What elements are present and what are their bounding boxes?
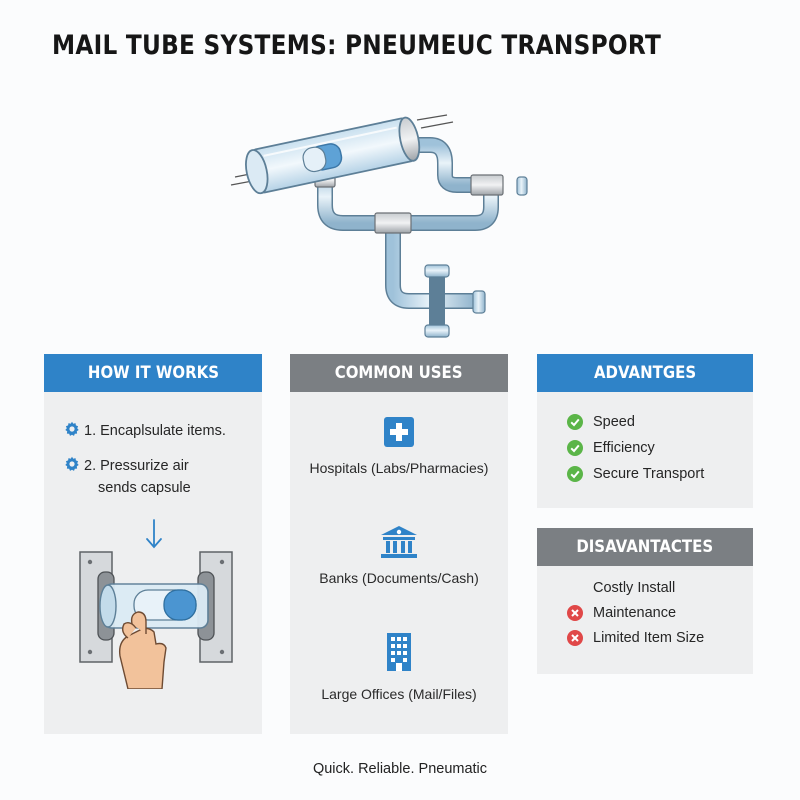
disadvantage-item: Costly Install — [593, 580, 676, 596]
advantage-item: Efficiency — [567, 440, 655, 456]
use-item-offices: Large Offices (Mail/Files) — [290, 632, 508, 702]
use-item-hospitals: Hospitals (Labs/Pharmacies) — [290, 416, 508, 476]
gear-icon — [65, 456, 79, 471]
arrow-down-icon — [146, 519, 162, 549]
use-item-banks: Banks (Documents/Cash) — [290, 524, 508, 586]
step-1: 1. Encaplsulate items. — [64, 420, 226, 442]
disadvantage-item: Limited Item Size — [567, 630, 704, 646]
advantage-item: Speed — [567, 414, 635, 430]
footer-tagline: Quick. Reliable. Pneumatic — [312, 761, 488, 777]
common-uses-card: COMMON USES Hospitals (Labs/Pharmacies) … — [290, 354, 508, 734]
disadvantage-item: Maintenance — [567, 605, 676, 621]
advantages-header: ADVANTGES — [537, 354, 753, 392]
medical-cross-icon — [384, 417, 414, 447]
gear-icon — [65, 421, 79, 436]
pneumatic-tube-illustration — [230, 114, 528, 338]
office-building-icon — [387, 633, 411, 671]
advantage-item: Secure Transport — [567, 466, 704, 482]
check-circle-icon — [567, 414, 583, 430]
step-2: 2. Pressurize air sends capsule — [64, 455, 191, 499]
x-circle-icon — [567, 630, 583, 646]
check-circle-icon — [567, 440, 583, 456]
advantages-card: ADVANTGES Speed Efficiency Secure Transp… — [537, 354, 753, 508]
check-circle-icon — [567, 466, 583, 482]
disadvantages-card: DISAVANTACTES Costly Install Maintenance… — [537, 528, 753, 674]
disadvantages-header: DISAVANTACTES — [537, 528, 753, 566]
how-it-works-header: HOW IT WORKS — [44, 354, 262, 392]
common-uses-header: COMMON USES — [290, 354, 508, 392]
bank-icon — [381, 526, 417, 558]
capsule-illustration — [79, 519, 233, 689]
how-it-works-card: HOW IT WORKS 1. Encaplsulate items. 2. P… — [44, 354, 262, 734]
page-title: MAIL TUBE SYSTEMS: PNEUMEUC TRANSPORT — [52, 30, 662, 61]
x-circle-icon — [567, 605, 583, 621]
